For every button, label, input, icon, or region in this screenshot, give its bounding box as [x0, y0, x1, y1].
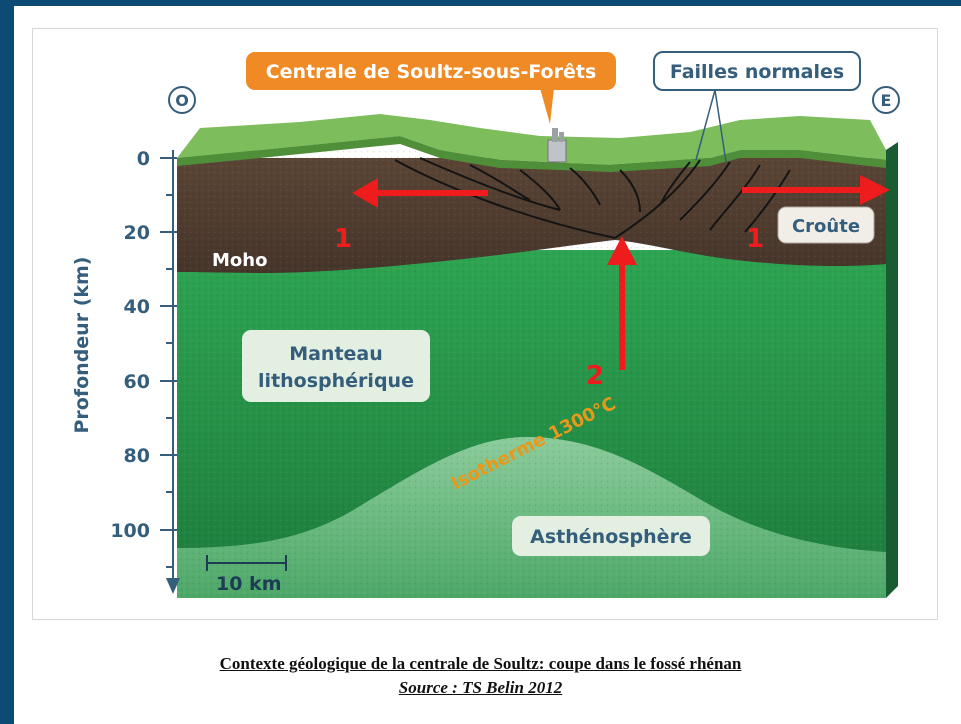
arrow-label-up: 2 — [586, 361, 604, 391]
depth-tick-label: 60 — [124, 371, 150, 393]
depth-tick-label: 40 — [124, 296, 150, 318]
asthenosphere-label: Asthénosphère — [530, 526, 692, 548]
crust-label: Croûte — [792, 216, 860, 237]
depth-axis-arrow — [166, 578, 180, 594]
mantle-label-line2: lithosphérique — [258, 370, 414, 392]
depth-tick-label: 0 — [137, 148, 150, 170]
surface-front-edge — [177, 136, 886, 172]
asthenosphere-label-box: Asthénosphère — [512, 516, 710, 556]
normal-faults — [394, 157, 791, 239]
west-marker: O — [168, 86, 196, 114]
power-plant-icon — [547, 128, 567, 163]
moho-label: Moho — [212, 250, 267, 271]
faults-label: Failles normales — [670, 61, 844, 83]
scale-label: 10 km — [216, 573, 282, 595]
faults-callout: Failles normales — [653, 51, 861, 163]
arrow-label-east: 1 — [746, 224, 764, 254]
arrow-labels: 1 1 2 — [334, 224, 764, 391]
depth-tick-labels: 0 20 40 60 80 100 — [110, 148, 150, 542]
east-label: E — [881, 91, 892, 110]
figure-source: Source : TS Belin 2012 — [398, 678, 563, 697]
powerplant-callout: Centrale de Soultz-sous-Forêts — [246, 52, 616, 124]
red-arrow-heads — [352, 175, 890, 265]
figure-caption: Contexte géologique de la centrale de So… — [219, 654, 742, 673]
axis-title: Profondeur (km) — [71, 257, 93, 434]
east-marker: E — [872, 86, 900, 114]
depth-tick-label: 100 — [110, 520, 150, 542]
depth-tick-label: 20 — [124, 222, 150, 244]
block-side-face — [886, 142, 898, 598]
mantle-label-box: Manteau lithosphérique — [242, 330, 430, 402]
depth-tick-label: 80 — [124, 445, 150, 467]
depth-axis — [160, 150, 177, 580]
arrow-label-west: 1 — [334, 224, 352, 254]
powerplant-label: Centrale de Soultz-sous-Forêts — [266, 61, 597, 83]
west-label: O — [175, 91, 189, 110]
scale-bar — [206, 555, 287, 571]
mantle-label-line1: Manteau — [289, 343, 383, 365]
crust-label-box: Croûte — [777, 206, 875, 244]
surface-top-face — [177, 114, 886, 165]
red-arrows — [372, 187, 862, 370]
